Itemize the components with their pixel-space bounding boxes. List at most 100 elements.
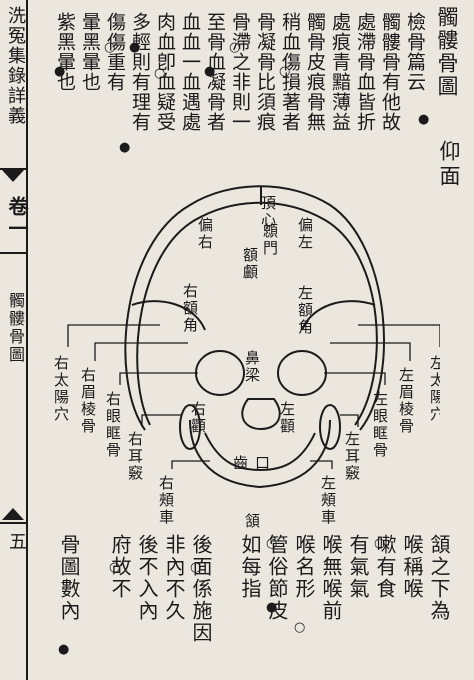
punctuation-dot: ● — [54, 64, 66, 79]
leader-right-temple — [67, 324, 160, 347]
punctuation-dot: ● — [418, 112, 430, 127]
punctuation-dot: ○ — [104, 40, 116, 55]
label-left-temple-point: 左太陽穴 — [428, 355, 440, 423]
label-right-orbit-bone: 右眼眶骨 — [104, 391, 122, 459]
label-mouth: 口 — [253, 455, 271, 472]
label-nose-bridge: 鼻梁 — [243, 350, 261, 384]
leader-right-orbit — [119, 372, 198, 385]
text-column: 髑骨皮痕骨無 — [304, 12, 326, 132]
label-left-ear-opening: 左耳竅 — [343, 431, 361, 482]
running-head: 洗冤集錄詳義 — [5, 6, 26, 126]
label-right-ear-opening: 右耳竅 — [126, 431, 144, 482]
label-fontanelle: 顖門 — [261, 222, 279, 257]
leader-right-brow — [94, 342, 188, 361]
label-left-side: 偏左 — [296, 217, 314, 251]
text-column: 暈黑暈也 — [79, 12, 101, 92]
text-column: 傷傷重有 — [104, 12, 126, 92]
teeth-line — [204, 432, 316, 472]
leader-left-ear — [340, 414, 359, 427]
folio-number: 五 — [6, 532, 27, 552]
section-marker: 髑髏骨圖 — [6, 292, 25, 364]
left-temporal-ridge — [301, 300, 376, 331]
text-column: 至骨血凝骨者 — [204, 12, 226, 132]
text-column: 非內不久 — [162, 534, 186, 622]
margin-rule-middle — [0, 252, 26, 254]
leader-right-ear — [141, 414, 182, 427]
jaw-outline — [189, 419, 331, 489]
margin-rule-lower — [0, 522, 26, 524]
text-column: 髑髏骨有他故 — [379, 12, 401, 132]
volume-marker: 卷一 — [5, 196, 29, 240]
label-chin: 頷 — [243, 513, 261, 530]
punctuation-dot: ○ — [190, 560, 202, 575]
punctuation-dot: ○ — [109, 560, 121, 575]
text-column: 肉血卽血疑受 — [154, 12, 176, 132]
leader-right-cheek — [171, 460, 210, 469]
text-column: 稍血傷損著者 — [279, 12, 301, 132]
text-column: 骨滯之非則一 — [229, 12, 251, 132]
text-column: 紫黑暈也 — [54, 12, 76, 92]
punctuation-dot: ○ — [279, 64, 291, 79]
text-column: 有氣氣 — [346, 534, 370, 600]
page-subtitle: 仰面 — [437, 140, 461, 190]
punctuation-dot: ○ — [266, 536, 278, 551]
label-right-temple-point: 右太陽穴 — [52, 355, 70, 423]
left-eye-socket — [277, 350, 327, 396]
text-column: 嗽有食 — [373, 534, 397, 600]
leader-left-temple — [358, 324, 440, 347]
text-column: 處滯骨血皆折 — [354, 12, 376, 132]
punctuation-dot: ● — [266, 600, 278, 615]
leader-left-cheek — [310, 460, 333, 469]
right-temporal-ridge — [131, 300, 206, 331]
punctuation-dot: ○ — [294, 620, 306, 635]
text-column: 喉稱喉 — [400, 534, 424, 600]
text-column: 府故不 — [108, 534, 132, 600]
label-teeth: 齒 — [231, 455, 249, 472]
fishtail-mark-upper — [2, 170, 24, 182]
label-left-cheekbone: 左顴 — [278, 401, 296, 435]
text-column: 後面係施因 — [189, 534, 213, 644]
label-crown: 頂心 — [259, 195, 277, 229]
label-right-forehead-corner: 右額角 — [181, 283, 199, 334]
left-ear-bone — [319, 404, 341, 450]
leader-left-orbit — [324, 372, 386, 385]
label-left-forehead-corner: 左額角 — [296, 285, 314, 336]
text-column: 檢骨篇云 — [404, 12, 426, 92]
label-right-brow-ridge: 右眉棱骨 — [79, 367, 97, 435]
text-column: 喉無喉前 — [319, 534, 343, 622]
text-column: 血血一血遇處 — [179, 12, 201, 132]
text-column: 如每指 — [238, 534, 262, 600]
nasal-cavity — [241, 398, 281, 431]
punctuation-dot: ● — [119, 140, 131, 155]
label-forehead: 額顱 — [241, 247, 259, 281]
text-column: 骨圖數內 — [57, 534, 81, 622]
label-right-jaw-hinge: 右頰車 — [157, 475, 175, 526]
skull-diagram: 頂心 顖門 額顱 偏左 偏右 左額角 右額角 鼻梁 左顴 右顴 口 齒 頷 左太… — [52, 185, 440, 530]
punctuation-dot: ● — [58, 642, 70, 657]
leader-left-brow — [330, 342, 411, 361]
text-column: 骨凝骨比須痕 — [254, 12, 276, 132]
fishtail-mark-lower — [2, 508, 24, 520]
punctuation-dot: ● — [129, 40, 141, 55]
punctuation-dot: ○ — [374, 536, 386, 551]
text-column: 多輕則有理有 — [129, 12, 151, 132]
right-eye-socket — [195, 350, 245, 396]
punctuation-dot: ○ — [229, 40, 241, 55]
punctuation-dot: ○ — [154, 66, 166, 81]
label-left-jaw-hinge: 左頰車 — [319, 475, 337, 526]
text-column: 管俗節皮 — [265, 534, 289, 622]
text-column: 頷之下為 — [427, 534, 451, 622]
text-column: 處痕青黯薄益 — [329, 12, 351, 132]
margin-strip: 洗冤集錄詳義 卷一 髑髏骨圖 五 — [0, 0, 29, 680]
label-right-side: 偏右 — [196, 217, 214, 251]
text-column: 喉名形 — [292, 534, 316, 600]
text-column: 後不入內 — [135, 534, 159, 622]
margin-rule-upper — [0, 168, 26, 170]
punctuation-dot: ● — [204, 64, 216, 79]
cranium-inner-outline — [136, 201, 378, 426]
label-left-orbit-bone: 左眼眶骨 — [371, 391, 389, 459]
right-ear-bone — [179, 404, 201, 450]
label-left-brow-ridge: 左眉棱骨 — [397, 367, 415, 435]
label-right-cheekbone: 右顴 — [189, 401, 207, 435]
